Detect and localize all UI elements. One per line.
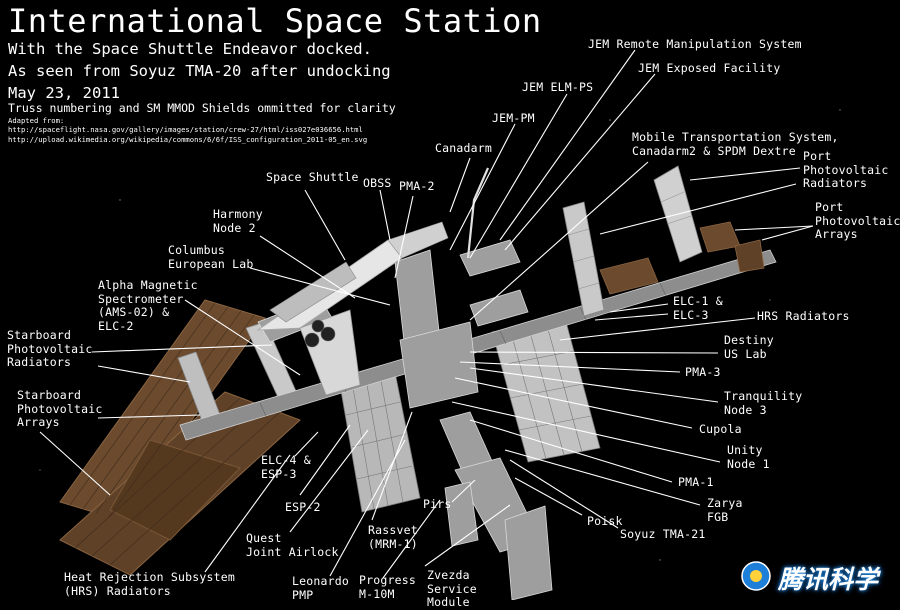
label-starboard-pv-arrays: Starboard Photovoltaic Arrays	[17, 388, 103, 429]
label-zvezda: Zvezda Service Module	[427, 568, 477, 609]
label-rassvet: Rassvet (MRM-1)	[368, 523, 418, 551]
label-poisk: Poisk	[587, 514, 623, 528]
label-ams-02: Alpha Magnetic Spectrometer (AMS-02) & E…	[98, 278, 198, 333]
label-destiny: Destiny US Lab	[724, 333, 774, 361]
watermark: 腾讯科学	[738, 556, 896, 596]
label-jem-rms: JEM Remote Manipulation System	[588, 37, 802, 51]
label-elc1-elc3: ELC-1 & ELC-3	[673, 294, 723, 322]
omission-note: Truss numbering and SM MMOD Shields ommi…	[8, 101, 396, 115]
label-pirs: Pirs	[423, 497, 452, 511]
adapted-from-label: Adapted from:	[8, 116, 65, 125]
label-progress: Progress M-10M	[359, 573, 416, 601]
label-hrs-radiators: HRS Radiators	[757, 309, 850, 323]
label-unity: Unity Node 1	[727, 443, 770, 471]
watermark-text: 腾讯科学	[778, 565, 879, 594]
label-columbus: Columbus European Lab	[168, 243, 254, 271]
subtitle-date: May 23, 2011	[8, 84, 120, 102]
source-url: http://upload.wikimedia.org/wikipedia/co…	[8, 135, 368, 144]
starboard-solar-arrays	[59, 299, 301, 576]
label-jem-elm-ps: JEM ELM-PS	[522, 80, 594, 94]
subtitle-line: As seen from Soyuz TMA-20 after undockin…	[8, 62, 391, 80]
label-soyuz-tma-21: Soyuz TMA-21	[620, 527, 706, 541]
label-space-shuttle: Space Shuttle	[266, 170, 359, 184]
label-mobile-transportation-system: Mobile Transportation System, Canadarm2 …	[632, 130, 839, 158]
watermark-logo	[741, 561, 771, 591]
label-pma-2: PMA-2	[399, 179, 435, 193]
label-pma-1: PMA-1	[678, 475, 714, 489]
label-port-pv-arrays: Port Photovoltaic Arrays	[815, 200, 900, 241]
label-leonardo: Leonardo PMP	[292, 574, 349, 602]
leader-lines	[39, 49, 814, 579]
label-elc4-esp3: ELC-4 & ESP-3	[261, 453, 311, 481]
label-port-pv-radiators: Port Photovoltaic Radiators	[803, 149, 889, 190]
diagram-title: International Space Station	[8, 2, 542, 40]
label-harmony: Harmony Node 2	[213, 207, 263, 235]
label-cupola: Cupola	[699, 422, 742, 436]
subtitle-line: With the Space Shuttle Endeavor docked.	[8, 40, 372, 58]
label-starboard-pv-radiators: Starboard Photovoltaic Radiators	[7, 328, 93, 369]
label-hrs-subsystem: Heat Rejection Subsystem (HRS) Radiators	[64, 570, 235, 598]
source-url: http://spaceflight.nasa.gov/gallery/imag…	[8, 125, 363, 134]
label-tranquility: Tranquility Node 3	[724, 389, 803, 417]
port-solar-arrays	[599, 221, 765, 295]
label-quest-airlock: Quest Joint Airlock	[246, 531, 339, 559]
label-obss: OBSS	[363, 176, 392, 190]
label-jem-pm: JEM-PM	[492, 111, 535, 125]
label-zarya: Zarya FGB	[707, 496, 743, 524]
canadarm2	[466, 167, 490, 259]
label-canadarm: Canadarm	[435, 141, 492, 155]
label-pma-3: PMA-3	[685, 365, 721, 379]
star-field	[39, 109, 841, 561]
space-shuttle	[256, 221, 449, 396]
label-jem-ef: JEM Exposed Facility	[638, 61, 781, 75]
label-esp-2: ESP-2	[285, 500, 321, 514]
